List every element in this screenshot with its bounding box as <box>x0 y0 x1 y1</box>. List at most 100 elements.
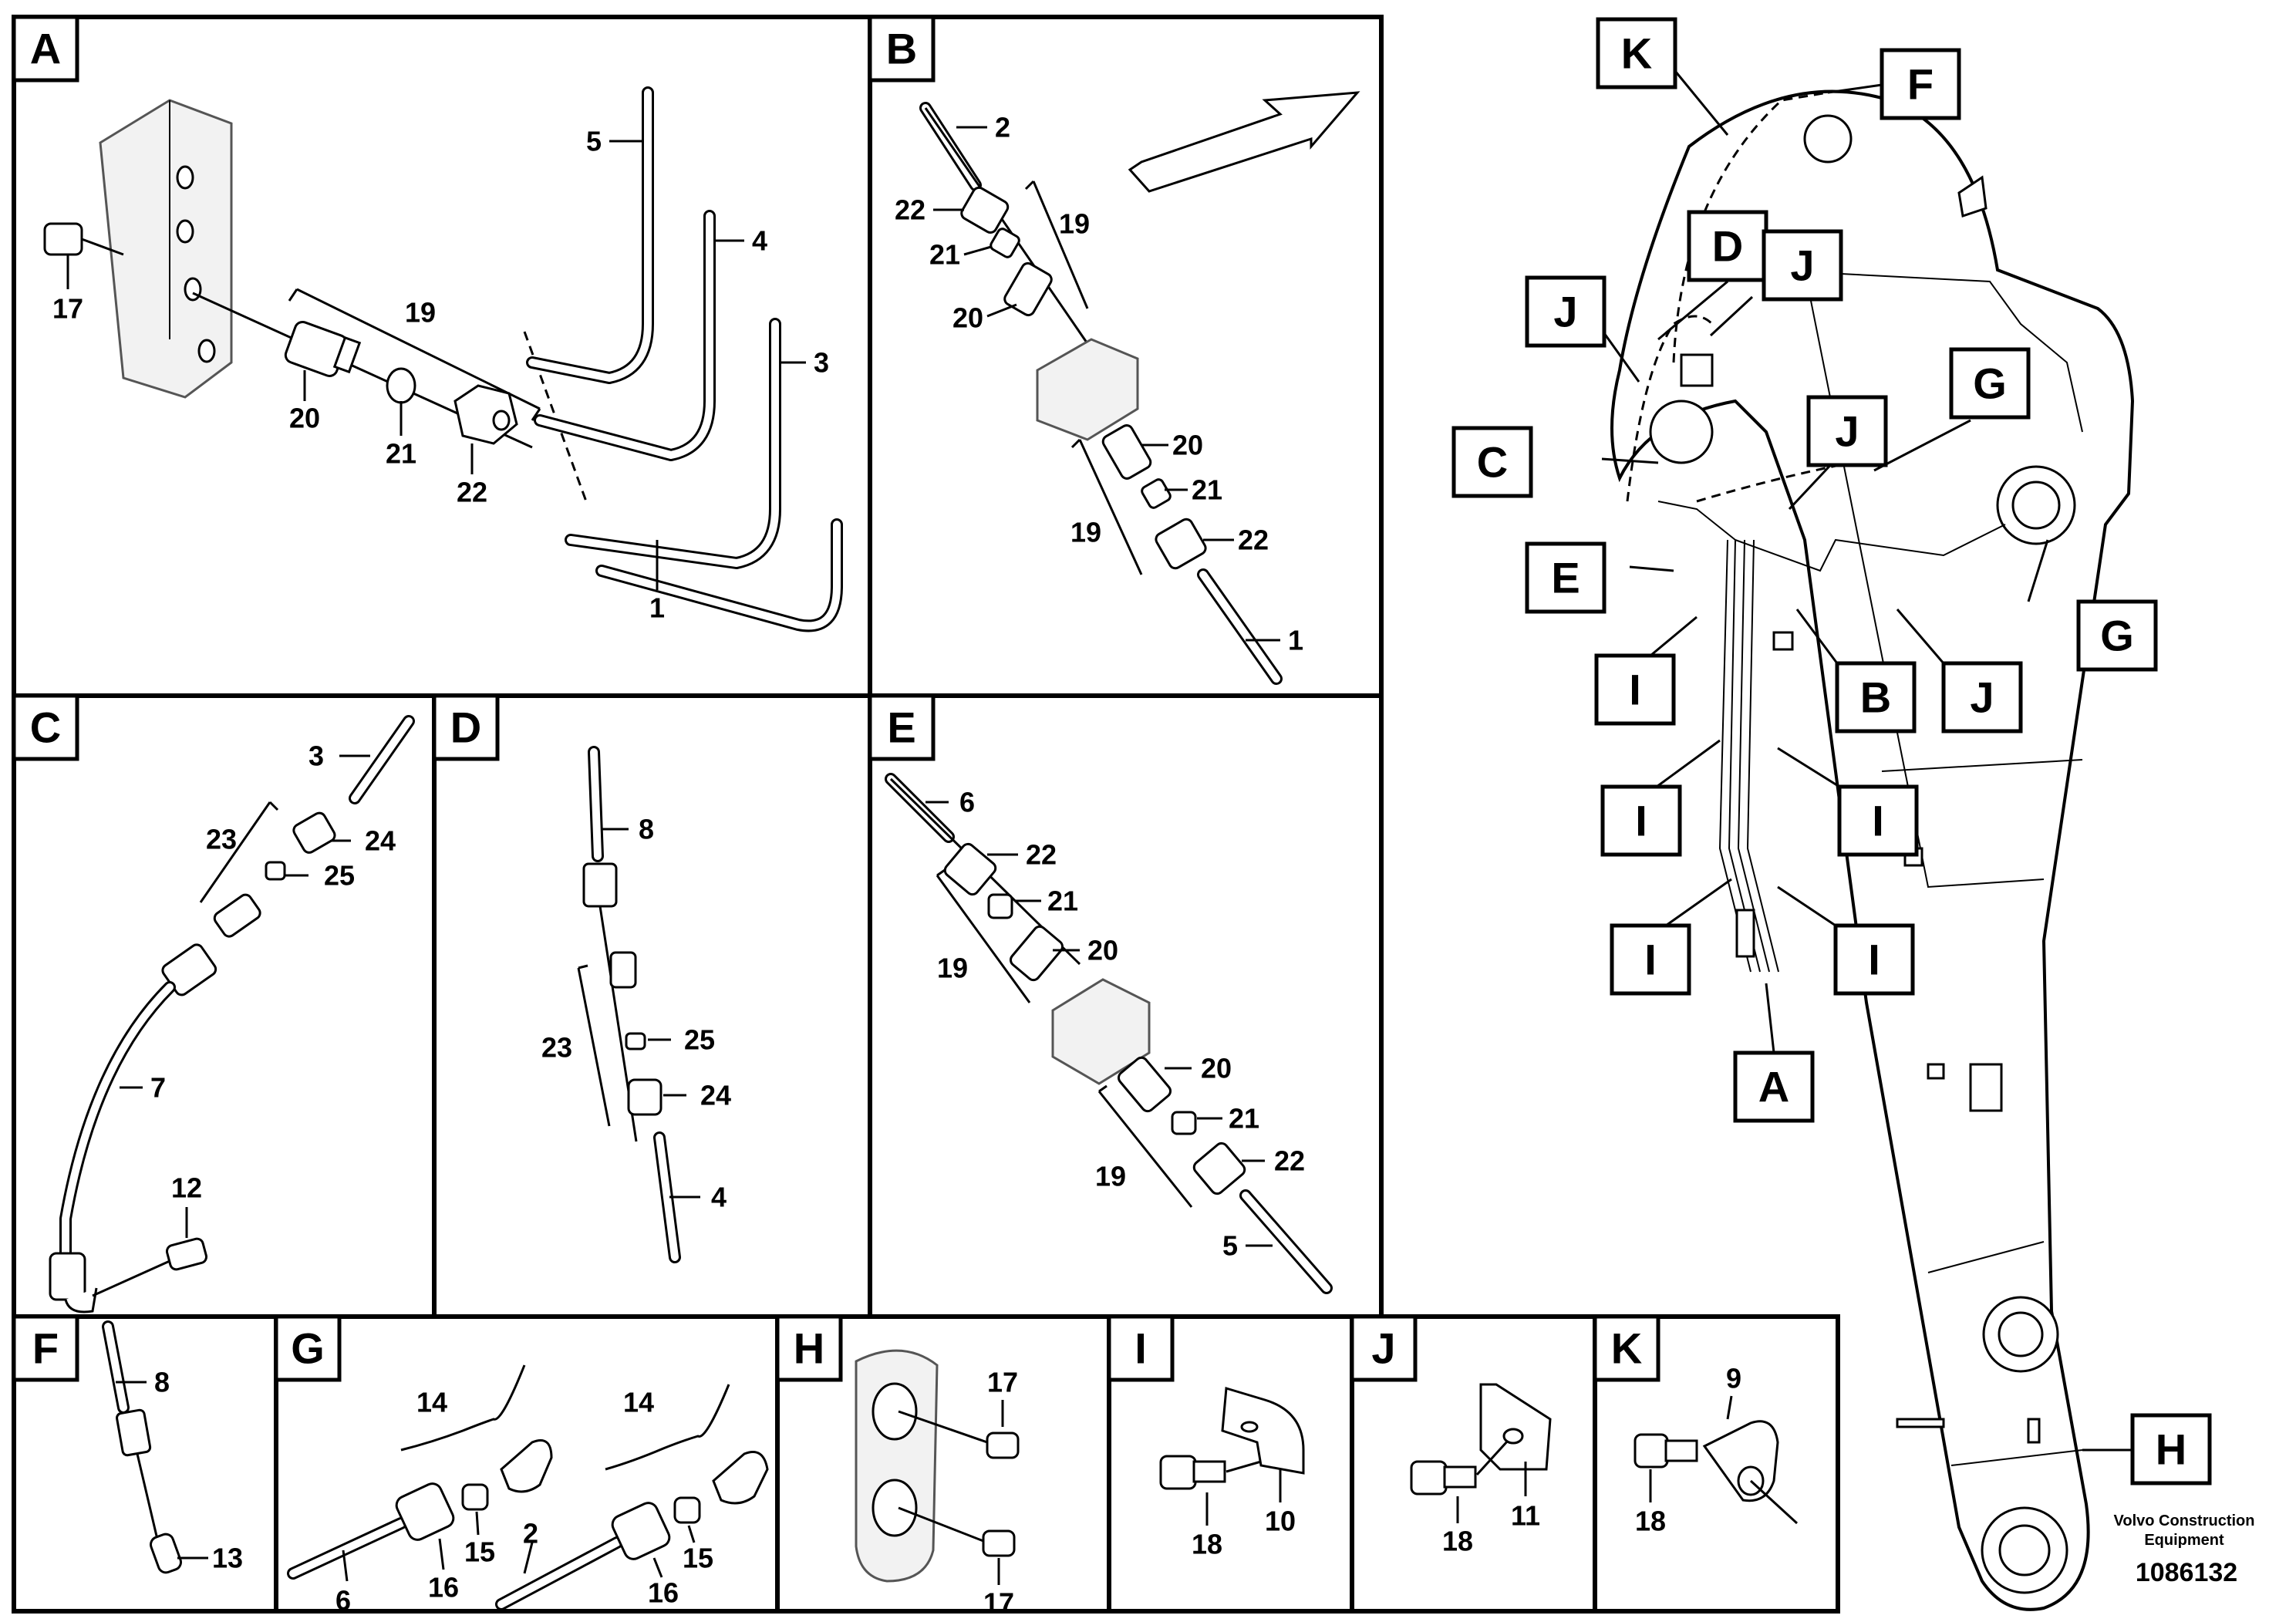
part-8: 8 <box>639 814 654 845</box>
maker-line-2: Equipment <box>2144 1532 2224 1549</box>
part-2: 2 <box>523 1518 538 1549</box>
panel-g: G 6 16 15 14 2 16 15 14 <box>274 1314 780 1617</box>
part-12: 12 <box>171 1172 202 1204</box>
part-3: 3 <box>814 347 829 379</box>
callout-i-4: I <box>1644 936 1657 984</box>
callout-e: E <box>1551 554 1580 602</box>
part-20: 20 <box>289 403 320 434</box>
part-22b: 22 <box>1238 524 1269 556</box>
part-17b: 17 <box>983 1587 1014 1619</box>
part-8: 8 <box>154 1367 170 1398</box>
callout-h: H <box>2156 1425 2186 1474</box>
panel-i-label: I <box>1135 1324 1147 1373</box>
connector-20 <box>284 320 362 377</box>
panel-f-label: F <box>32 1324 59 1373</box>
callout-j-3: J <box>1835 407 1859 456</box>
part-13: 13 <box>212 1543 243 1574</box>
callout-d: D <box>1712 222 1743 271</box>
panel-j: J 18 11 <box>1350 1314 1597 1614</box>
part-19: 19 <box>937 953 968 984</box>
callout-a: A <box>1758 1063 1789 1111</box>
panel-b: B 2 22 21 20 19 20 21 22 19 1 <box>868 15 1384 698</box>
part-20b: 20 <box>1172 430 1203 461</box>
callout-i-2: I <box>1635 797 1647 845</box>
part-3: 3 <box>308 740 324 772</box>
panel-g-label: G <box>291 1324 325 1373</box>
panel-h: H 17 17 <box>775 1314 1111 1619</box>
mounting-block <box>99 99 233 399</box>
panel-b-label: B <box>886 25 917 73</box>
part-14b: 14 <box>623 1387 654 1418</box>
callout-j-2: J <box>1553 288 1577 336</box>
part-22: 22 <box>895 194 925 226</box>
part-21: 21 <box>1047 885 1078 917</box>
part-22: 22 <box>457 477 487 508</box>
part-20: 20 <box>1087 935 1118 966</box>
panel-a: A 17 20 21 22 19 <box>12 15 872 698</box>
part-4: 4 <box>711 1182 727 1213</box>
panel-h-label: H <box>794 1324 824 1373</box>
callout-g-2: G <box>2100 612 2134 660</box>
part-15: 15 <box>464 1536 495 1568</box>
part-16b: 16 <box>648 1577 679 1609</box>
panel-e-label: E <box>887 703 915 752</box>
part-25: 25 <box>684 1024 715 1056</box>
part-18: 18 <box>1442 1526 1473 1557</box>
part-20: 20 <box>952 302 983 334</box>
part-4: 4 <box>752 225 767 257</box>
part-5: 5 <box>586 126 602 157</box>
part-7: 7 <box>150 1072 166 1104</box>
panel-a-label: A <box>30 25 61 73</box>
part-1b: 1 <box>1288 625 1303 656</box>
part-6: 6 <box>959 787 975 818</box>
part-22b: 22 <box>1274 1145 1305 1177</box>
part-18: 18 <box>1192 1529 1222 1560</box>
panel-e: E 6 22 21 20 19 20 21 22 19 5 <box>868 693 1384 1319</box>
callout-i-1: I <box>1629 666 1641 714</box>
callout-c: C <box>1477 438 1508 487</box>
panel-k: K 9 18 <box>1593 1314 1840 1614</box>
part-22: 22 <box>1026 839 1057 871</box>
part-11: 11 <box>1511 1500 1540 1532</box>
part-21: 21 <box>929 239 960 271</box>
part-19b: 19 <box>1070 517 1101 548</box>
part-21: 21 <box>386 438 416 470</box>
part-17: 17 <box>52 293 83 325</box>
callout-k: K <box>1621 29 1652 78</box>
part-2: 2 <box>995 112 1010 143</box>
part-6: 6 <box>335 1585 351 1617</box>
part-1: 1 <box>649 592 665 624</box>
part-5: 5 <box>1222 1230 1238 1262</box>
part-21b: 21 <box>1229 1103 1259 1135</box>
panel-f: F 8 13 <box>12 1314 278 1614</box>
panel-d: D 8 25 24 23 4 <box>432 693 872 1319</box>
part-16: 16 <box>428 1572 459 1603</box>
callout-f: F <box>1907 60 1934 109</box>
part-20b: 20 <box>1201 1053 1232 1084</box>
part-23: 23 <box>206 824 237 855</box>
part-19: 19 <box>405 297 436 329</box>
part-25: 25 <box>324 860 355 892</box>
callout-i-5: I <box>1868 936 1880 984</box>
callout-i-3: I <box>1872 797 1884 845</box>
callout-j-4: J <box>1970 673 1994 722</box>
maker-line-1: Volvo Construction <box>2114 1512 2255 1529</box>
part-9: 9 <box>1726 1363 1741 1394</box>
part-19: 19 <box>1059 208 1090 240</box>
part-24: 24 <box>700 1080 731 1111</box>
part-19b: 19 <box>1095 1161 1126 1192</box>
part-17: 17 <box>987 1367 1018 1398</box>
tubes-a <box>526 86 843 632</box>
panel-c-label: C <box>30 703 61 752</box>
callout-b: B <box>1860 673 1891 722</box>
part-14: 14 <box>416 1387 447 1418</box>
direction-arrow <box>1128 91 1360 193</box>
callout-g-1: G <box>1973 359 2007 408</box>
callout-leaders <box>1599 70 2132 1452</box>
grease-nipple-17 <box>43 222 124 256</box>
part-21b: 21 <box>1192 474 1222 506</box>
panel-k-label: K <box>1611 1324 1642 1373</box>
panel-j-label: J <box>1371 1324 1395 1373</box>
part-10: 10 <box>1265 1506 1296 1537</box>
